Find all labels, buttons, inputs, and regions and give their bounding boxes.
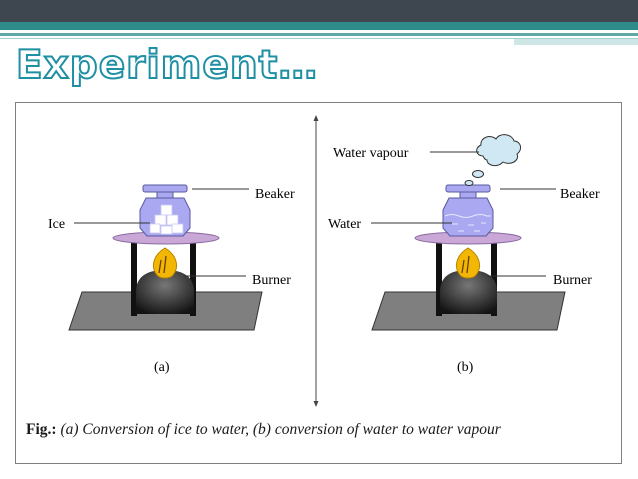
slide-title: Experiment… bbox=[15, 43, 319, 88]
water-surface bbox=[444, 214, 491, 232]
burner-label: Burner bbox=[553, 273, 592, 288]
ice-cubes bbox=[149, 204, 184, 235]
burner-label: Burner bbox=[252, 273, 291, 288]
caption-prefix: Fig.: bbox=[26, 421, 57, 438]
top-bar bbox=[0, 0, 638, 22]
beaker-icon bbox=[442, 184, 494, 237]
tripod-leg bbox=[491, 238, 497, 316]
header-thin-line bbox=[0, 38, 638, 39]
panel-a: Beaker Ice Burner (a) bbox=[48, 184, 295, 375]
beaker-label: Beaker bbox=[560, 187, 600, 202]
figure-caption: Fig.: (a) Conversion of ice to water, (b… bbox=[26, 421, 501, 439]
flame-icon bbox=[152, 247, 178, 279]
caption-text: (a) Conversion of ice to water, (b) conv… bbox=[56, 421, 501, 438]
header-decoration bbox=[514, 39, 638, 45]
figure-frame bbox=[15, 102, 622, 464]
flame-icon bbox=[455, 247, 481, 279]
panel-a-label: (a) bbox=[154, 360, 170, 375]
vapour-cloud-icon bbox=[464, 134, 522, 186]
ice-label: Ice bbox=[48, 217, 65, 232]
panel-b-label: (b) bbox=[457, 360, 474, 375]
water-label: Water bbox=[328, 217, 361, 232]
tripod-leg bbox=[436, 238, 442, 316]
header-line bbox=[0, 33, 638, 36]
burner-dome bbox=[440, 270, 497, 314]
tripod-leg bbox=[131, 238, 137, 316]
panel-divider bbox=[313, 115, 319, 407]
burner-dome bbox=[136, 270, 194, 314]
water-vapour-label: Water vapour bbox=[333, 146, 409, 161]
beaker-label: Beaker bbox=[255, 187, 295, 202]
tripod-leg bbox=[190, 238, 196, 316]
panel-b: Water vapour Beaker Water Burner (b) bbox=[328, 134, 600, 375]
header-band bbox=[0, 22, 638, 30]
